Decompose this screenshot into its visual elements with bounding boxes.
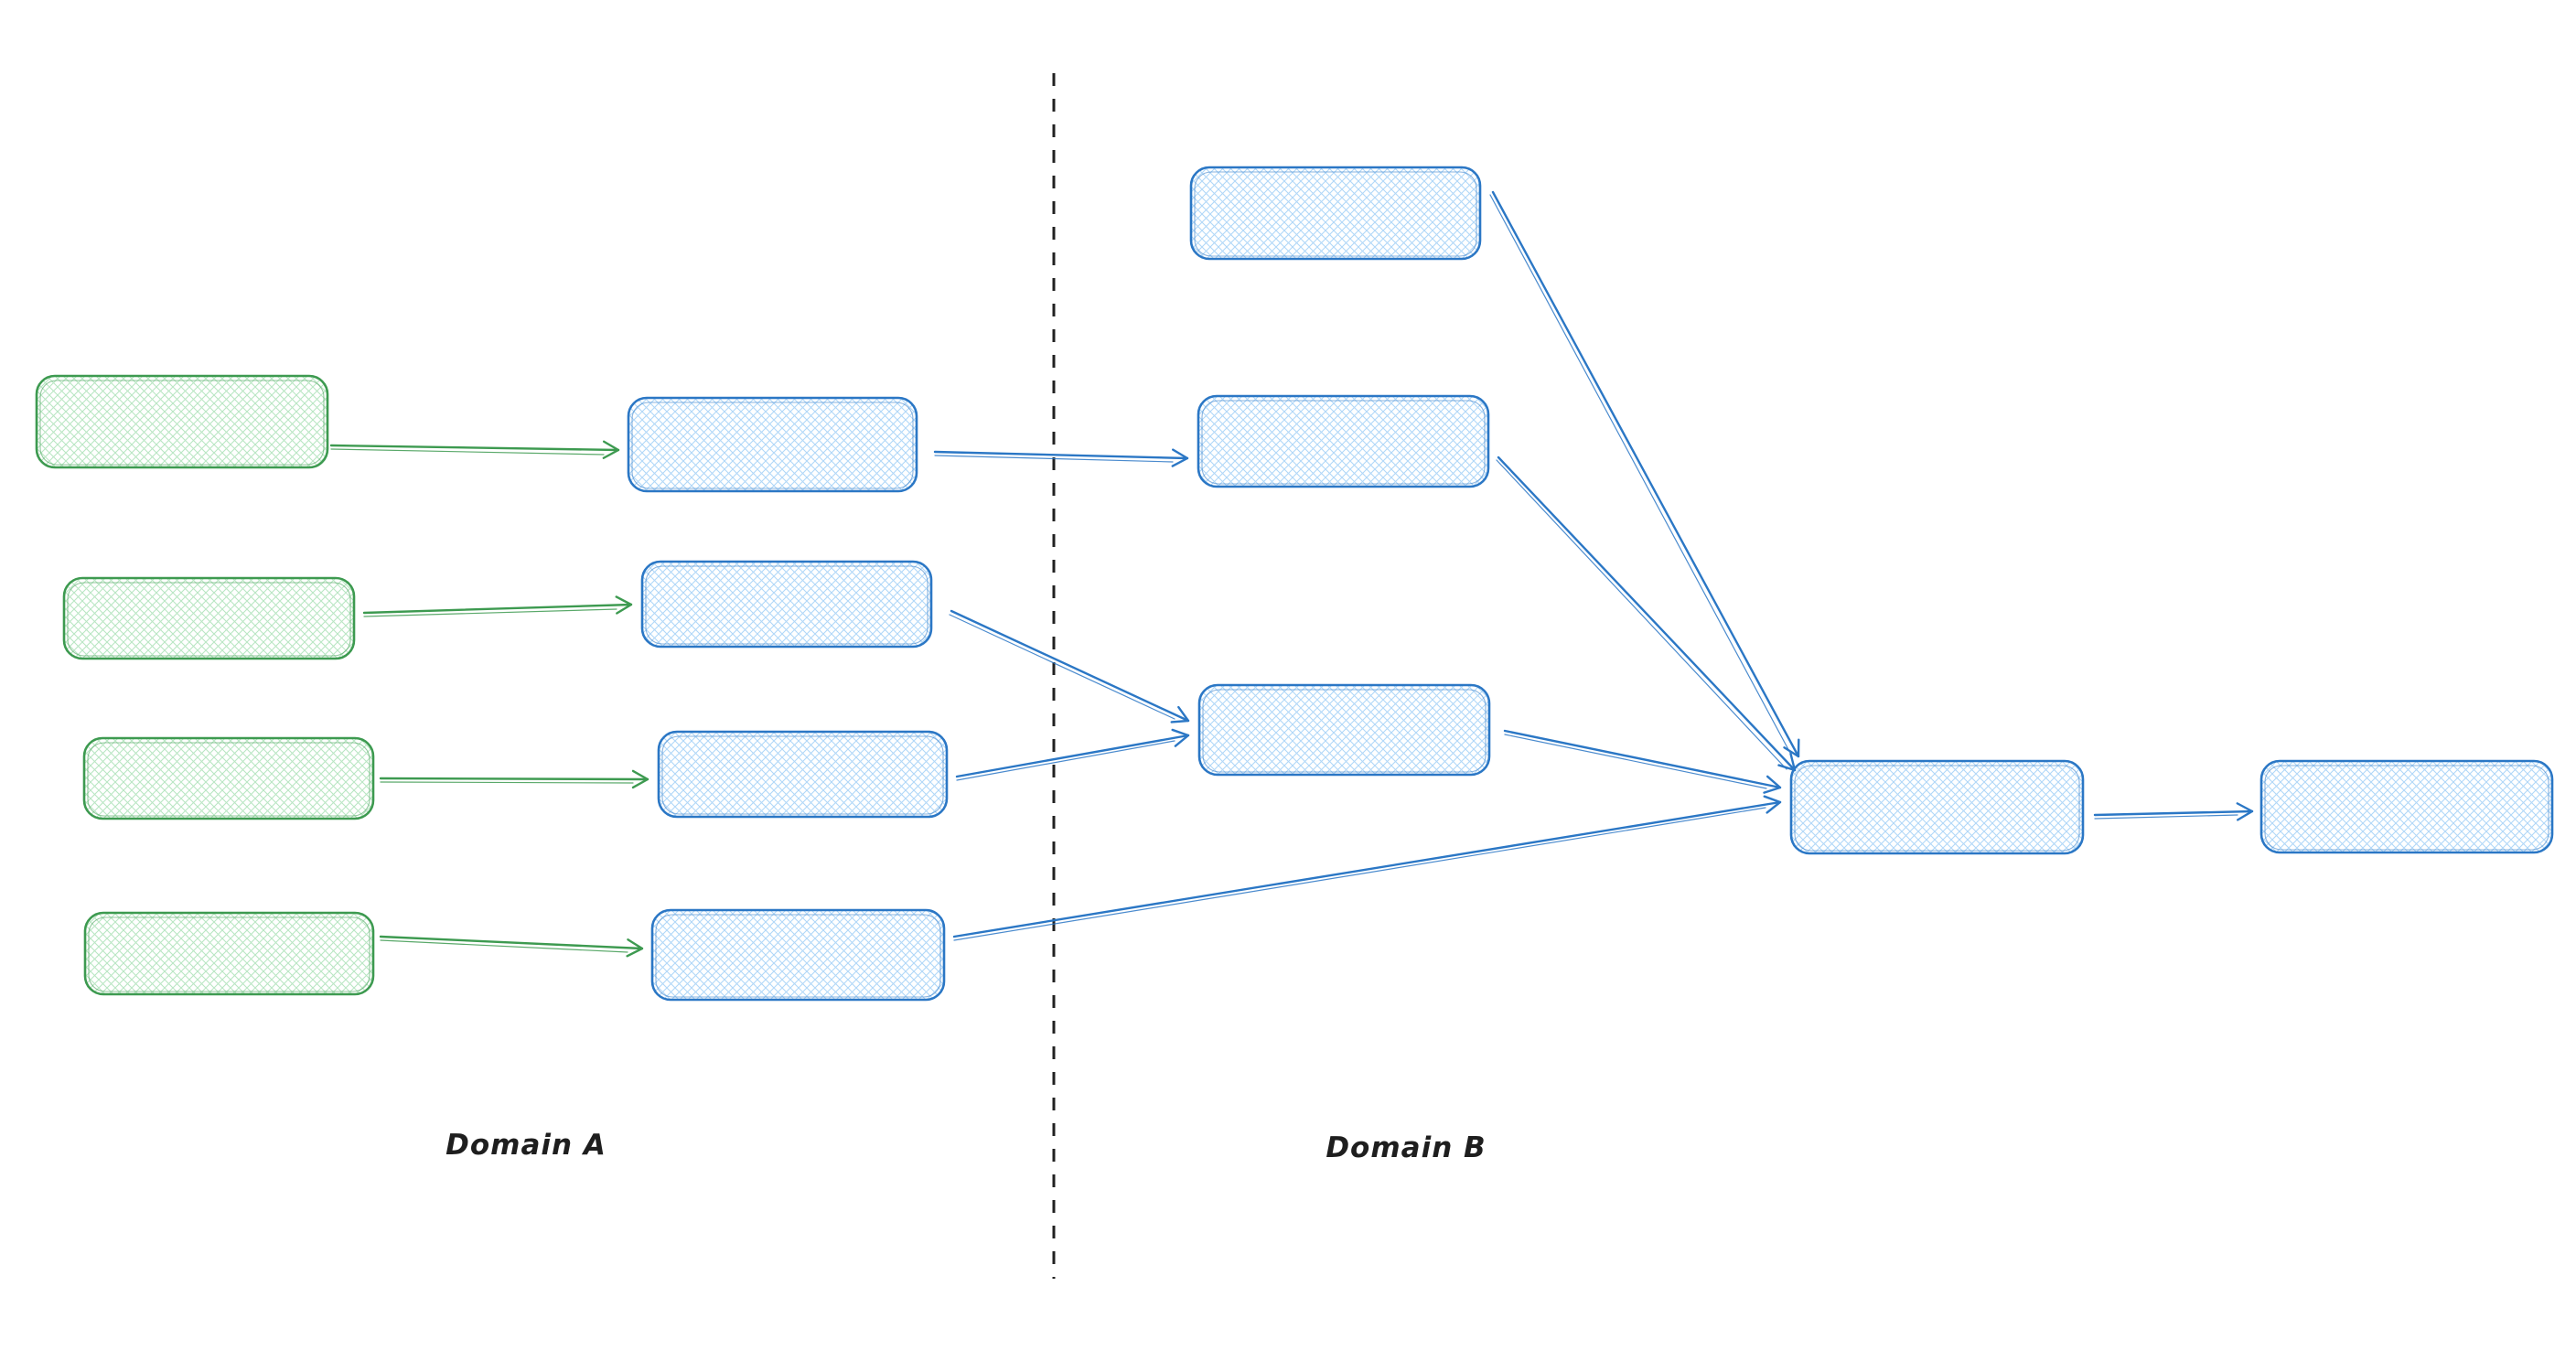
node-blue-b3[interactable] [1197,683,1491,777]
node-blue-b2-outline [1201,400,1486,485]
node-blue-output-outline [2264,765,2549,851]
node-blue-merge[interactable] [1789,759,2085,855]
node-blue-b3-outline [1202,689,1487,773]
node-blue-a4-outline [655,914,941,998]
edge-blue-a4-blue-merge[interactable] [952,795,1782,941]
node-blue-b2[interactable] [1197,394,1490,488]
node-blue-b1[interactable] [1189,166,1482,261]
node-green-3[interactable] [82,736,375,820]
node-green-1-outline [39,380,325,466]
edge-blue-b3-blue-merge[interactable] [1503,729,1782,794]
node-green-2-outline [67,582,351,657]
node-green-4[interactable] [83,911,375,996]
edge-green-1-blue-a1[interactable] [329,440,620,459]
node-blue-b1-outline [1194,171,1477,257]
edge-blue-b1-blue-merge[interactable] [1489,190,1800,758]
node-blue-output[interactable] [2259,759,2554,854]
edge-green-2-blue-a2[interactable] [362,595,633,617]
node-blue-merge-outline [1794,765,2080,852]
node-green-4-outline [88,916,370,992]
edge-green-3-blue-a3[interactable] [379,769,649,789]
edge-blue-merge-blue-output[interactable] [2093,802,2254,821]
edge-green-4-blue-a4[interactable] [379,935,644,958]
domain-a-label[interactable]: Domain A [445,1129,606,1162]
domain-b-label[interactable]: Domain B [1326,1131,1486,1164]
node-blue-a2[interactable] [640,560,933,648]
node-blue-a3-outline [661,735,944,815]
node-green-1[interactable] [35,374,329,469]
node-green-2[interactable] [62,576,356,660]
edge-blue-a3-blue-b3[interactable] [955,728,1190,781]
node-blue-a3[interactable] [657,730,949,819]
node-green-3-outline [87,742,370,817]
edge-blue-b2-blue-merge[interactable] [1496,456,1797,772]
node-blue-a2-outline [645,565,928,645]
node-blue-a1[interactable] [627,396,918,493]
edge-blue-a2-blue-b3[interactable] [949,609,1190,724]
node-blue-a1-outline [631,402,914,489]
edge-blue-a1-blue-b2[interactable] [933,448,1189,467]
node-blue-a4[interactable] [650,908,946,1002]
